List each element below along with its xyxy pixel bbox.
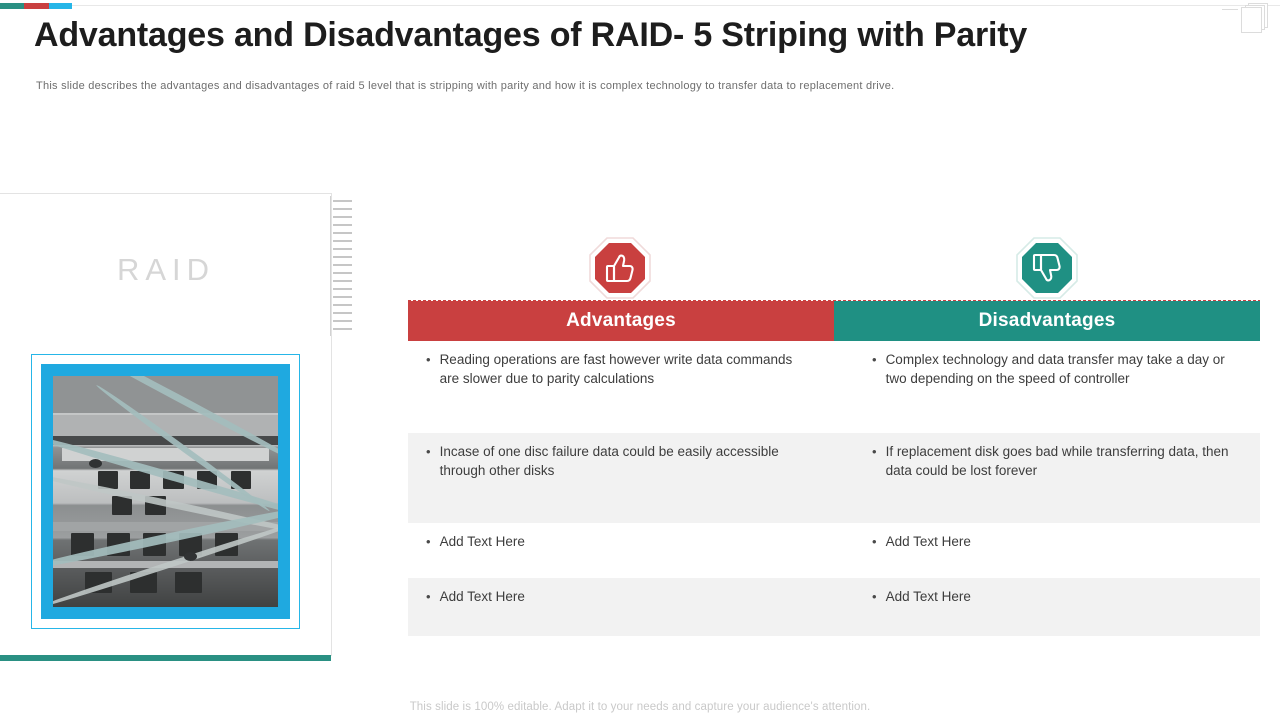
thumbs-up-icon <box>589 237 651 299</box>
table-cell-disadvantages[interactable]: • Add Text Here <box>834 578 1260 636</box>
bullet-marker: • <box>872 352 877 367</box>
cell-text: Complex technology and data transfer may… <box>885 352 1225 386</box>
bullet-marker: • <box>426 534 431 549</box>
left-image-card: RAID <box>0 193 332 656</box>
table-header-row: Advantages Disadvantages <box>408 301 1260 341</box>
accent-segment-red <box>24 3 49 9</box>
stacked-pages-icon-tail <box>1222 9 1238 11</box>
table-row: • Reading operations are fast however wr… <box>408 341 1260 433</box>
accent-bar <box>0 3 1280 9</box>
cell-text: If replacement disk goes bad while trans… <box>885 444 1229 478</box>
accent-segment-teal <box>0 3 24 9</box>
bullet-marker: • <box>426 444 431 459</box>
thumbs-down-icon <box>1016 237 1078 299</box>
table-cell-advantages[interactable]: • Add Text Here <box>408 578 834 636</box>
column-header-disadvantages: Disadvantages <box>834 301 1260 341</box>
raid-watermark: RAID <box>116 252 216 287</box>
page-subtitle: This slide describes the advantages and … <box>36 80 895 92</box>
table-cell-advantages[interactable]: • Reading operations are fast however wr… <box>408 341 834 433</box>
thumbs-up-icon-outline <box>589 237 651 299</box>
server-photo <box>53 376 278 607</box>
bullet-marker: • <box>872 444 877 459</box>
ladder-stripe-decoration <box>330 196 352 336</box>
table-cell-advantages[interactable]: • Incase of one disc failure data could … <box>408 433 834 523</box>
table-row: • Incase of one disc failure data could … <box>408 433 1260 523</box>
bullet-marker: • <box>872 589 877 604</box>
photo-inner-border <box>41 364 290 619</box>
comparison-table: Advantages Disadvantages • Reading opera… <box>408 301 1260 636</box>
accent-segment-cyan <box>49 3 72 9</box>
stacked-pages-icon[interactable] <box>1222 2 1270 34</box>
table-cell-disadvantages[interactable]: • If replacement disk goes bad while tra… <box>834 433 1260 523</box>
table-cell-disadvantages[interactable]: • Add Text Here <box>834 523 1260 578</box>
thumbs-down-icon-body <box>1022 243 1072 293</box>
header-rule <box>72 5 1280 6</box>
table-row: • Add Text Here • Add Text Here <box>408 578 1260 636</box>
cell-text: Reading operations are fast however writ… <box>439 352 793 386</box>
stacked-pages-sheet-front <box>1241 7 1262 33</box>
cell-text: Add Text Here <box>885 534 971 549</box>
table-row: • Add Text Here • Add Text Here <box>408 523 1260 578</box>
bullet-marker: • <box>426 589 431 604</box>
footer-note: This slide is 100% editable. Adapt it to… <box>409 701 871 713</box>
bullet-marker: • <box>426 352 431 367</box>
table-cell-advantages[interactable]: • Add Text Here <box>408 523 834 578</box>
thumbs-down-icon-outline <box>1016 237 1078 299</box>
bullet-marker: • <box>872 534 877 549</box>
cell-text: Add Text Here <box>885 589 971 604</box>
cell-text: Add Text Here <box>439 589 525 604</box>
table-cell-disadvantages[interactable]: • Complex technology and data transfer m… <box>834 341 1260 433</box>
photo-frame <box>31 354 300 629</box>
cell-text: Add Text Here <box>439 534 525 549</box>
cell-text: Incase of one disc failure data could be… <box>439 444 779 478</box>
column-header-advantages: Advantages <box>408 301 834 341</box>
left-card-bottom-bar <box>0 655 331 661</box>
page-title: Advantages and Disadvantages of RAID- 5 … <box>34 16 1028 54</box>
thumbs-up-icon-body <box>595 243 645 293</box>
